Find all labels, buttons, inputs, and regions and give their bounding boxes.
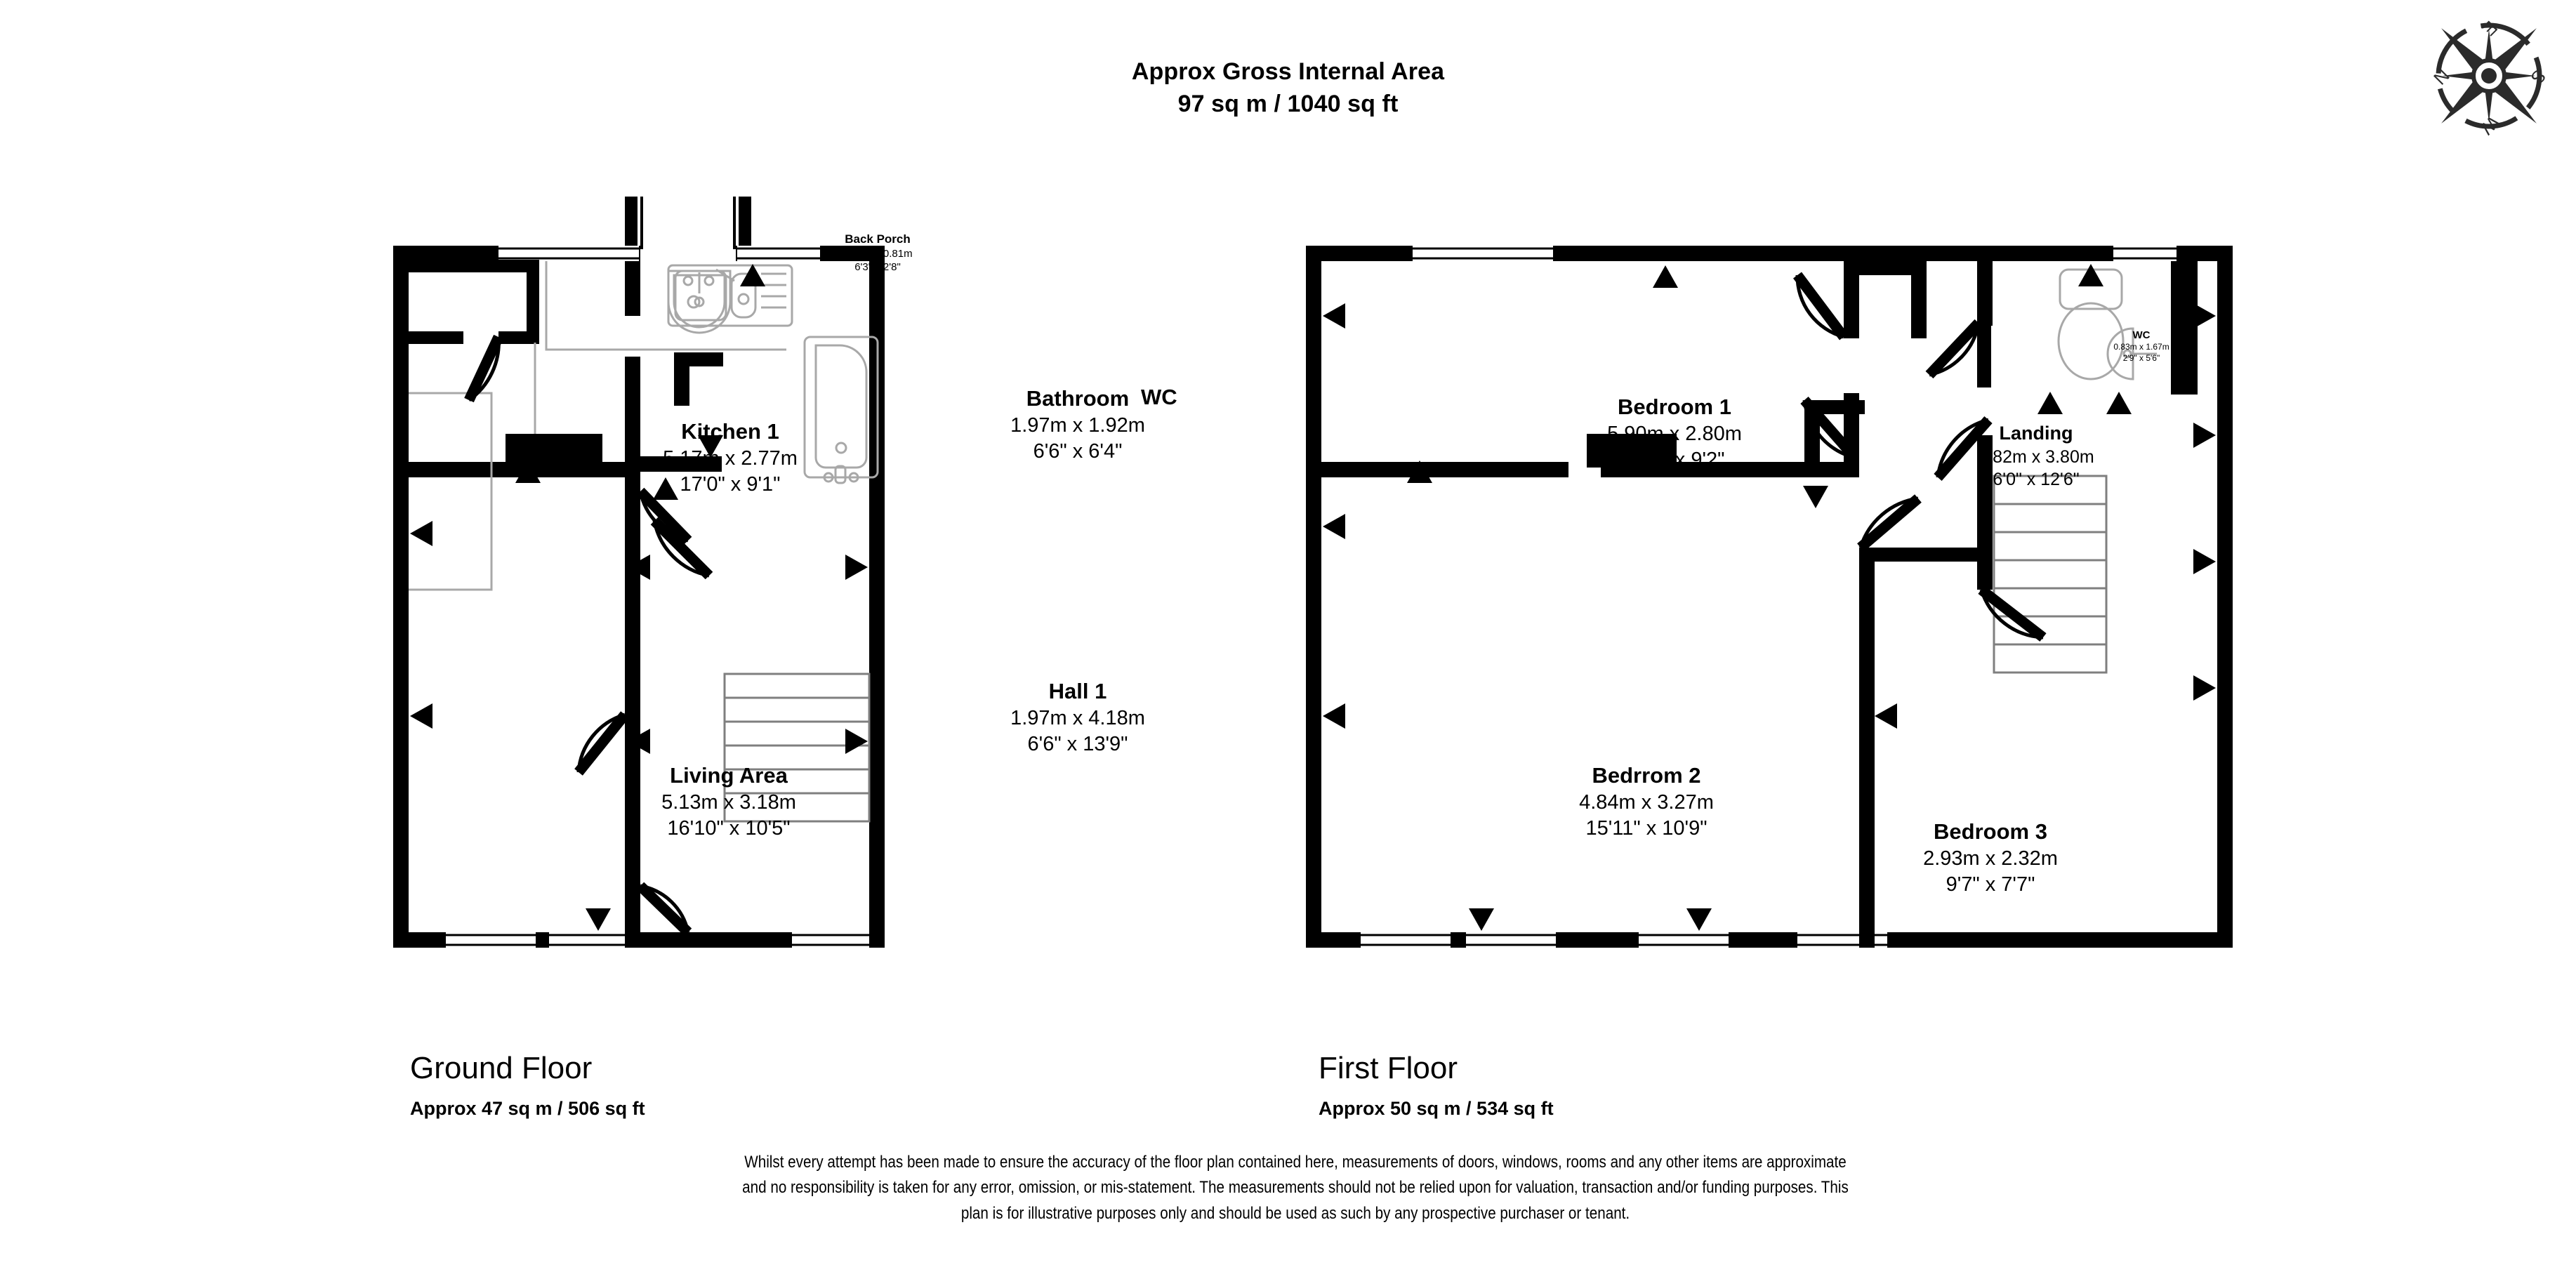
ground-floor-plan [393,197,1222,997]
first-windows [1361,246,2177,948]
ground-dimension-arrows [410,264,868,931]
compass-label-west: W [2476,112,2504,139]
bathroom-bath-icon [803,336,879,484]
ground-windows [446,246,869,948]
ground-floor-title: Ground Floor [410,1051,593,1085]
disclaimer-text: Whilst every attempt has been made to en… [742,1153,1849,1223]
ground-door-swings [464,334,713,936]
compass-label-south: S [2527,65,2550,88]
compass-label-east: E [2478,17,2502,40]
ground-floor-drawing [393,197,885,948]
first-floor-title-block: First Floor Approx 50 sq m / 534 sq ft [1319,1053,1554,1118]
first-floor-area: Approx 50 sq m / 534 sq ft [1319,1098,1554,1119]
back-porch-structure [625,197,751,253]
ground-floor-area: Approx 47 sq m / 506 sq ft [410,1098,645,1119]
kitchen-appliance [506,434,602,468]
landing-radiator-icon [2106,327,2157,380]
compass-icon: N E S W [2429,17,2550,139]
first-door-swings [1793,272,2047,642]
gross-area-title: Approx Gross Internal Area [1131,58,1445,85]
compass-rose: N E S W [2401,0,2576,161]
ground-internal-walls [409,260,723,948]
compass-label-north: N [2429,65,2453,88]
first-staircase [1993,475,2108,674]
first-floor-title: First Floor [1319,1051,1458,1085]
gross-area-value: 97 sq m / 1040 sq ft [1177,90,1399,117]
ground-floor-title-block: Ground Floor Approx 47 sq m / 506 sq ft [410,1053,645,1118]
first-dimension-arrows [1323,264,2216,931]
ground-staircase [723,673,871,823]
plan-header: Approx Gross Internal Area 97 sq m / 104… [0,56,2576,121]
first-floor-plan [1306,197,2233,997]
first-floor-drawing [1306,246,2233,948]
bathroom-basin-icon [667,270,732,334]
